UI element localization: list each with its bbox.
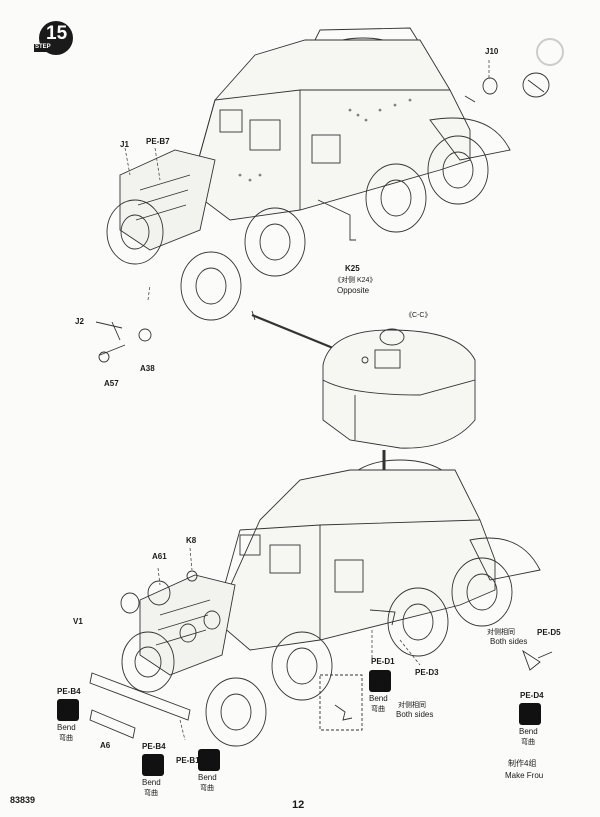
- step-word: STEP: [35, 44, 51, 50]
- label-pe-d3: PE-D3: [415, 668, 439, 677]
- bend-label-cn: 弯曲: [371, 706, 385, 713]
- label-both-sides-cn-1: 对侧相同: [487, 629, 515, 636]
- bend-label: Bend: [198, 773, 217, 782]
- bend-label-cn: 弯曲: [200, 785, 214, 792]
- label-pe-b4-left: PE-B4: [57, 687, 81, 696]
- label-pe-d1: PE-D1: [371, 657, 395, 666]
- bend-icon: [519, 703, 541, 725]
- bend-label: Bend: [57, 723, 76, 732]
- bend-label: Bend: [369, 694, 388, 703]
- label-a57: A57: [104, 379, 119, 388]
- bend-label-cn: 弯曲: [59, 735, 73, 742]
- bend-icon: [142, 754, 164, 776]
- product-code: 83839: [10, 795, 36, 805]
- label-cc: 《C-C》: [405, 312, 432, 319]
- lower-vehicle-wheels: [121, 557, 513, 747]
- label-both-sides-2: Both sides: [396, 710, 434, 719]
- label-a38: A38: [140, 364, 155, 373]
- label-k24-cn: 《对侧 K24》: [334, 277, 377, 284]
- label-j10: J10: [485, 47, 499, 56]
- label-k8: K8: [186, 536, 197, 545]
- label-a6: A6: [100, 741, 111, 750]
- label-both-sides-cn-2: 对侧相同: [398, 702, 426, 709]
- step-badge-icon: [34, 21, 73, 55]
- bend-label-cn: 弯曲: [521, 739, 535, 746]
- upper-vehicle-wheels: [106, 135, 489, 321]
- step-number: 15: [46, 23, 68, 44]
- step-badge: 15 STEP: [30, 18, 74, 58]
- label-j1: J1: [120, 140, 129, 149]
- label-j2: J2: [75, 317, 84, 326]
- label-v1: V1: [73, 617, 83, 626]
- label-pe-d5: PE-D5: [537, 628, 561, 637]
- bend-label: Bend: [519, 727, 538, 736]
- label-opposite: Opposite: [337, 286, 370, 295]
- upper-vehicle-hull: [119, 27, 511, 251]
- label-pe-d4: PE-D4: [520, 691, 544, 700]
- label-k25: K25: [345, 264, 360, 273]
- turret: [251, 310, 476, 449]
- page-number: 12: [292, 799, 305, 811]
- bend-label: Bend: [142, 778, 161, 787]
- label-a61: A61: [152, 552, 167, 561]
- bend-label-cn: 弯曲: [144, 790, 158, 797]
- label-make-four: Make Frou: [505, 771, 544, 780]
- label-both-sides-1: Both sides: [490, 637, 528, 646]
- label-pe-b4: PE-B4: [142, 742, 166, 751]
- lower-vehicle-hull: [139, 459, 541, 676]
- bend-icon: [369, 670, 391, 692]
- label-pe-b13: PE-B13: [176, 756, 205, 765]
- label-pe-b7: PE-B7: [146, 137, 170, 146]
- label-make-four-cn: 制作4组: [508, 759, 537, 768]
- bend-icon: [57, 699, 79, 721]
- bend-icon: [198, 749, 220, 771]
